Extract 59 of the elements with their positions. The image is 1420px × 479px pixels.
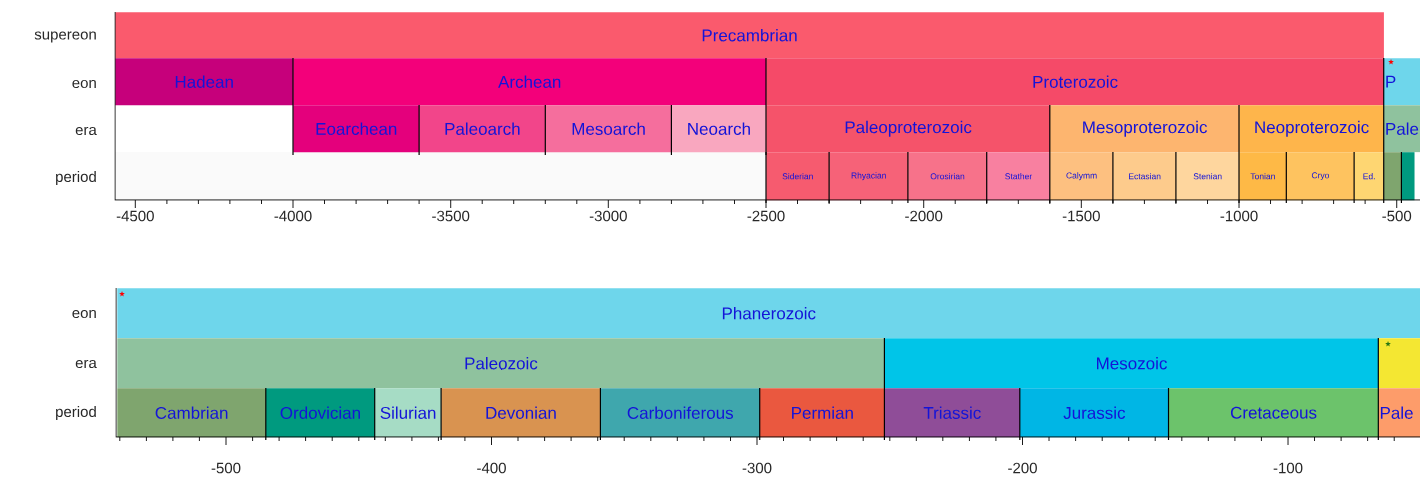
tick-label: -100 <box>1273 462 1303 474</box>
eon-box: Phanerozoic <box>117 288 1420 339</box>
eon-box: Archean <box>293 58 767 106</box>
era-box: Pale <box>1383 105 1420 153</box>
era-box: Paleoproterozoic <box>766 105 1050 153</box>
era-box: Eoarchean <box>293 105 420 153</box>
period-box: Permian <box>759 388 885 438</box>
tick-label: -1000 <box>1220 210 1258 222</box>
period-box: Ordovician <box>266 388 375 438</box>
period-box: Triassic <box>884 388 1020 438</box>
period-box: Pale <box>1378 388 1420 438</box>
tick-label: -300 <box>742 462 772 474</box>
row-label: supereon <box>34 31 96 43</box>
row-label: era <box>75 359 97 369</box>
period-box: Cambrian <box>117 388 266 438</box>
tick-label: -500 <box>1382 210 1412 222</box>
tick-label: -3500 <box>432 210 470 222</box>
row-label: eon <box>72 309 96 319</box>
period-box: Siderian <box>766 152 830 201</box>
tick-label: -3000 <box>589 210 627 222</box>
node-label: Tonian <box>1250 173 1275 180</box>
tick-label: -2000 <box>905 210 943 222</box>
period-box: Calymm <box>1050 152 1114 201</box>
row-label: period <box>56 406 96 420</box>
period-box: Jurassic <box>1020 388 1169 438</box>
era-box <box>1378 338 1420 389</box>
eon-box: Hadean <box>115 58 294 106</box>
tick-label: -1500 <box>1062 210 1100 222</box>
tick-label: -4500 <box>116 210 154 222</box>
period-box: Orosirian <box>908 152 987 201</box>
tick-label: -500 <box>211 462 241 474</box>
row-label: period <box>56 171 96 185</box>
period-box: Cryo <box>1286 152 1355 201</box>
tick-label: -400 <box>477 462 506 474</box>
supereon-box: Precambrian <box>115 12 1384 59</box>
period-box: Ed. <box>1354 152 1384 201</box>
row-label: era <box>75 126 97 136</box>
era-box: Paleozoic <box>117 338 885 389</box>
period-box: Carboniferous <box>600 388 760 438</box>
period-box: Rhyacian <box>829 152 909 201</box>
period-box: Tonian <box>1239 152 1287 201</box>
eon-box: Proterozoic <box>766 58 1384 106</box>
period-box: Devonian <box>441 388 601 438</box>
tick-label: -2500 <box>747 210 785 222</box>
period-box: Stenian <box>1176 152 1240 201</box>
period-box: Cretaceous <box>1168 388 1379 438</box>
era-box: Mesoproterozoic <box>1050 105 1240 153</box>
tick-label: -4000 <box>274 210 312 222</box>
era-box: Neoproterozoic <box>1239 105 1384 153</box>
period-box: Stather <box>986 152 1050 201</box>
period-box: Ectasian <box>1113 152 1177 201</box>
era-box: Neoarch <box>671 105 767 153</box>
era-box: Paleoarch <box>419 105 546 153</box>
era-box: Mesozoic <box>884 338 1379 389</box>
tick-label: -200 <box>1008 462 1037 474</box>
era-box: Mesoarch <box>545 105 672 153</box>
eon-box: P <box>1383 58 1420 106</box>
row-label: eon <box>72 79 96 89</box>
period-box: Silurian <box>374 388 442 438</box>
